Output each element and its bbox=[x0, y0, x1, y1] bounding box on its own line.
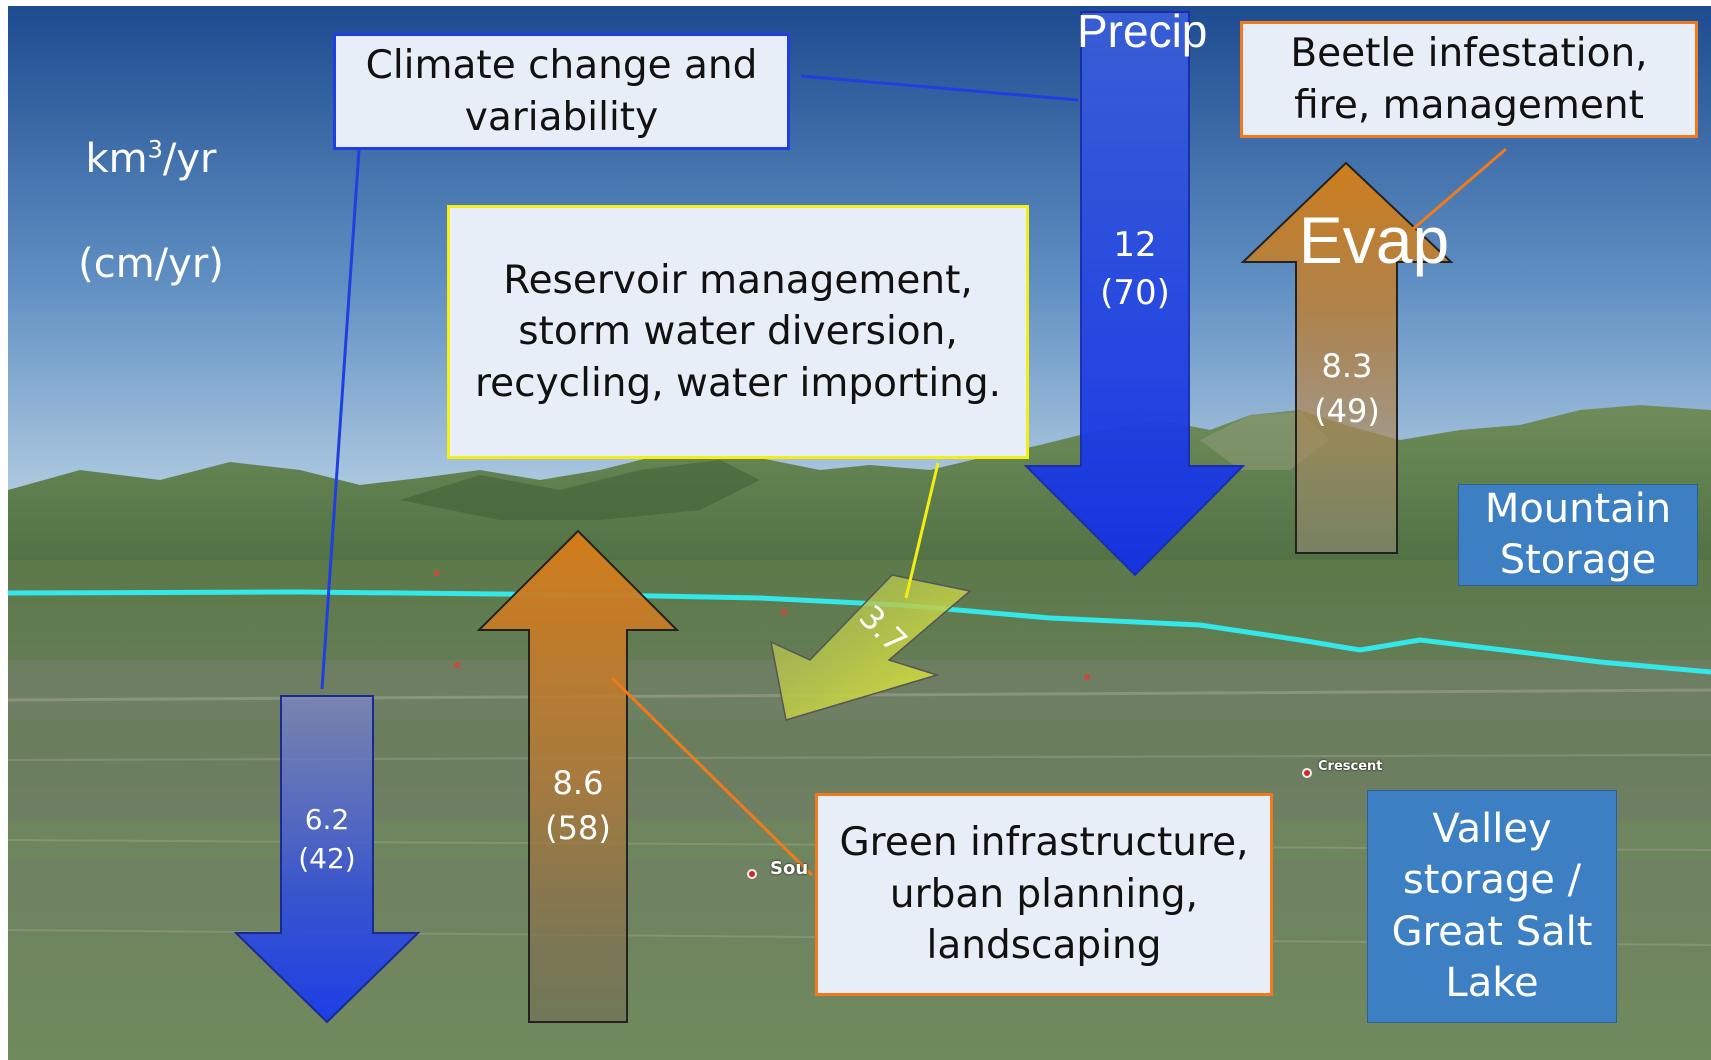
beetle-leader bbox=[1412, 147, 1507, 231]
valley-evap-cm: (58) bbox=[545, 808, 611, 847]
beetle-box: Beetle infestation, fire, management bbox=[1240, 21, 1698, 138]
mountain-storage-box: Mountain Storage bbox=[1458, 484, 1698, 586]
units-km: km bbox=[85, 135, 148, 182]
climate-box: Climate change and variability bbox=[333, 33, 790, 150]
south-label: Sou bbox=[770, 858, 809, 879]
evap-mountain-cm: (49) bbox=[1314, 391, 1380, 430]
green-box: Green infrastructure, urban planning, la… bbox=[815, 793, 1273, 996]
valley-evap-value: 8.6 (58) bbox=[532, 761, 624, 851]
precip-label: Precip bbox=[1077, 5, 1208, 57]
crescent-label: Crescent bbox=[1318, 759, 1383, 774]
evap-mountain-value: 8.3 (49) bbox=[1301, 344, 1393, 434]
units-label: km3/yr (cm/yr) bbox=[56, 80, 246, 291]
precip-cm: (70) bbox=[1100, 272, 1170, 313]
valley-precip-value: 6.2 (42) bbox=[282, 800, 372, 878]
south-marker bbox=[747, 869, 757, 879]
precip-arrow bbox=[1023, 11, 1246, 577]
units-exponent: 3 bbox=[147, 135, 163, 164]
valley-evap-number: 8.6 bbox=[552, 764, 604, 802]
valley-precip-cm: (42) bbox=[298, 842, 356, 876]
climate-leader bbox=[800, 74, 1079, 102]
valley-storage-box: Valley storage / Great Salt Lake bbox=[1367, 790, 1617, 1023]
precip-value: 12 (70) bbox=[1090, 222, 1180, 317]
climate-leader-2 bbox=[320, 149, 361, 690]
evap-mountain-number: 8.3 bbox=[1321, 347, 1373, 385]
import-arrow bbox=[769, 574, 972, 721]
valley-evap-arrow bbox=[476, 529, 680, 1023]
units-cm-per-year: (cm/yr) bbox=[78, 241, 224, 288]
units-per-year: /yr bbox=[162, 135, 217, 182]
green-leader bbox=[610, 676, 814, 877]
precip-number: 12 bbox=[1113, 225, 1157, 265]
valley-precip-arrow bbox=[233, 695, 421, 1024]
evap-label: Evap bbox=[1298, 203, 1450, 277]
reservoir-leader bbox=[904, 462, 940, 599]
reservoir-box: Reservoir management, storm water divers… bbox=[447, 205, 1029, 459]
valley-precip-number: 6.2 bbox=[304, 803, 350, 836]
crescent-marker bbox=[1302, 768, 1312, 778]
